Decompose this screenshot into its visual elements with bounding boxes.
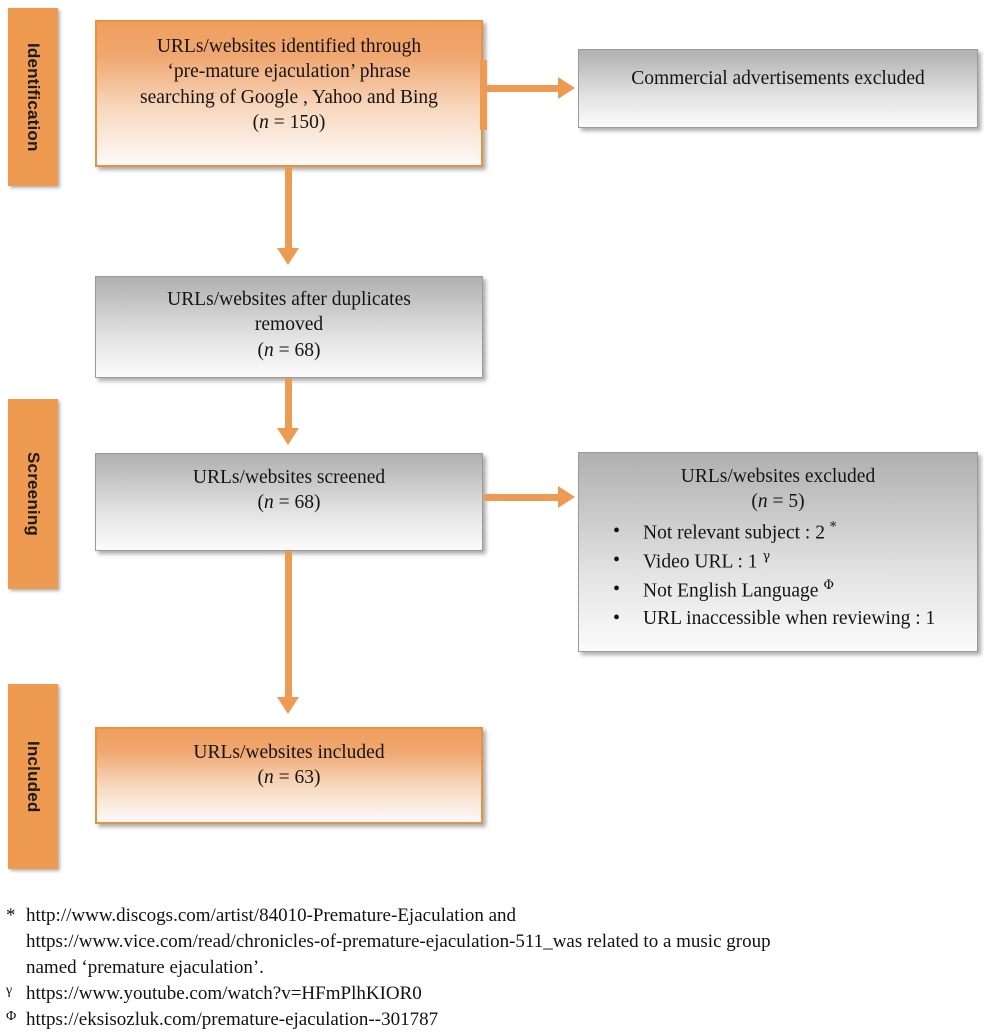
box-urls-identified-line-1: URLs/websites identified through: [156, 36, 422, 57]
footnote-marker-asterisk: *: [6, 905, 16, 926]
arrowhead-to-duplicates-box: [277, 248, 299, 265]
list-item: Not English Language Φ: [613, 576, 977, 604]
stage-label-screening-text: Screening: [24, 452, 43, 536]
box-urls-included-count: (n = 63): [257, 767, 321, 789]
box-urls-excluded-content: URLs/websites excluded (n = 5) Not relev…: [579, 453, 977, 632]
box-urls-screened: URLs/websites screened (n = 68): [95, 453, 483, 551]
excluded-reasons-list: Not relevant subject : 2 * Video URL : 1…: [579, 518, 977, 632]
box-after-duplicates-line-2: removed: [254, 314, 324, 336]
excluded-reason-text: Not relevant subject : 2: [643, 522, 830, 544]
list-item: Video URL : 1 γ: [613, 547, 977, 575]
arrowhead-to-commercial-box: [558, 77, 575, 99]
box-urls-screened-count: (n = 68): [257, 492, 321, 514]
footnote-marker-gamma: γ: [6, 983, 13, 999]
box-urls-identified-line-3: searching of Google , Yahoo and Bing: [140, 86, 438, 108]
box-commercial-ads-excluded-content: Commercial advertisements excluded: [579, 50, 977, 91]
footnote-asterisk-line-3: named ‘premature ejaculation’.: [26, 957, 264, 979]
box-urls-excluded-title: URLs/websites excluded: [680, 466, 876, 487]
connector-screened-to-included: [285, 551, 292, 699]
footnote-marker-phi: Φ: [6, 1009, 17, 1025]
connector-identified-to-commercial: [480, 85, 560, 92]
footnote-asterisk: * http://www.discogs.com/artist/84010-Pr…: [6, 903, 981, 981]
footnote-asterisk-body: http://www.discogs.com/artist/84010-Prem…: [26, 903, 981, 981]
arrowhead-to-screened-box: [277, 428, 299, 445]
footnotes-section: * http://www.discogs.com/artist/84010-Pr…: [6, 903, 981, 1033]
box-after-duplicates-removed: URLs/websites after duplicates removed (…: [95, 276, 483, 378]
footnote-gamma-body: https://www.youtube.com/watch?v=HFmPlhKI…: [26, 983, 422, 1005]
excluded-reason-text: URL inaccessible when reviewing : 1: [643, 608, 936, 630]
box-after-duplicates-removed-content: URLs/websites after duplicates removed (…: [96, 277, 482, 363]
box-urls-excluded: URLs/websites excluded (n = 5) Not relev…: [578, 452, 978, 652]
box-after-duplicates-count: (n = 68): [257, 339, 321, 361]
box-urls-screened-line-1: URLs/websites screened: [192, 467, 386, 488]
footnote-phi-body: https://eksisozluk.com/premature-ejacula…: [26, 1009, 439, 1031]
box-urls-included-content: URLs/websites included (n = 63): [97, 729, 481, 791]
footnote-marker-phi: Φ: [823, 578, 835, 594]
stage-label-included: Included: [8, 684, 58, 869]
box-commercial-ads-excluded: Commercial advertisements excluded: [578, 49, 978, 128]
stage-label-included-text: Included: [24, 740, 43, 813]
box-urls-screened-content: URLs/websites screened (n = 68): [96, 454, 482, 516]
footnote-gamma: γ https://www.youtube.com/watch?v=HFmPlh…: [6, 981, 981, 1007]
arrowhead-to-included-box: [277, 697, 299, 714]
list-item: URL inaccessible when reviewing : 1: [613, 605, 977, 632]
stage-label-identification-text: Identification: [24, 42, 43, 152]
arrowhead-to-excluded-box: [558, 486, 575, 508]
footnote-marker-asterisk: *: [829, 519, 837, 535]
connector-identified-branch-trunk: [480, 60, 487, 130]
excluded-reason-text: Not English Language: [643, 580, 824, 602]
connector-screened-to-excluded: [484, 494, 561, 501]
box-urls-excluded-count: (n = 5): [751, 491, 805, 513]
connector-identified-to-duplicates: [285, 167, 292, 250]
stage-label-screening: Screening: [8, 399, 58, 589]
box-urls-identified-content: URLs/websites identified through ‘pre-ma…: [97, 22, 481, 135]
footnote-marker-gamma: γ: [762, 548, 771, 564]
excluded-reason-text: Video URL : 1: [643, 551, 763, 573]
footnote-asterisk-line-1: http://www.discogs.com/artist/84010-Prem…: [26, 905, 517, 926]
box-urls-identified: URLs/websites identified through ‘pre-ma…: [95, 20, 483, 167]
box-urls-identified-count: (n = 150): [252, 112, 326, 134]
box-urls-included: URLs/websites included (n = 63): [95, 727, 483, 824]
box-commercial-ads-excluded-line-1: Commercial advertisements excluded: [631, 68, 925, 89]
box-urls-identified-line-2: ‘pre-mature ejaculation’ phrase: [167, 61, 411, 83]
list-item: Not relevant subject : 2 *: [613, 518, 977, 546]
box-after-duplicates-line-1: URLs/websites after duplicates: [167, 289, 411, 310]
box-urls-included-line-1: URLs/websites included: [193, 742, 385, 763]
stage-label-identification: Identification: [8, 8, 58, 186]
footnote-asterisk-line-2: https://www.vice.com/read/chronicles-of-…: [26, 931, 771, 953]
footnote-phi: Φ https://eksisozluk.com/premature-ejacu…: [6, 1007, 981, 1033]
connector-duplicates-to-screened: [285, 378, 292, 431]
